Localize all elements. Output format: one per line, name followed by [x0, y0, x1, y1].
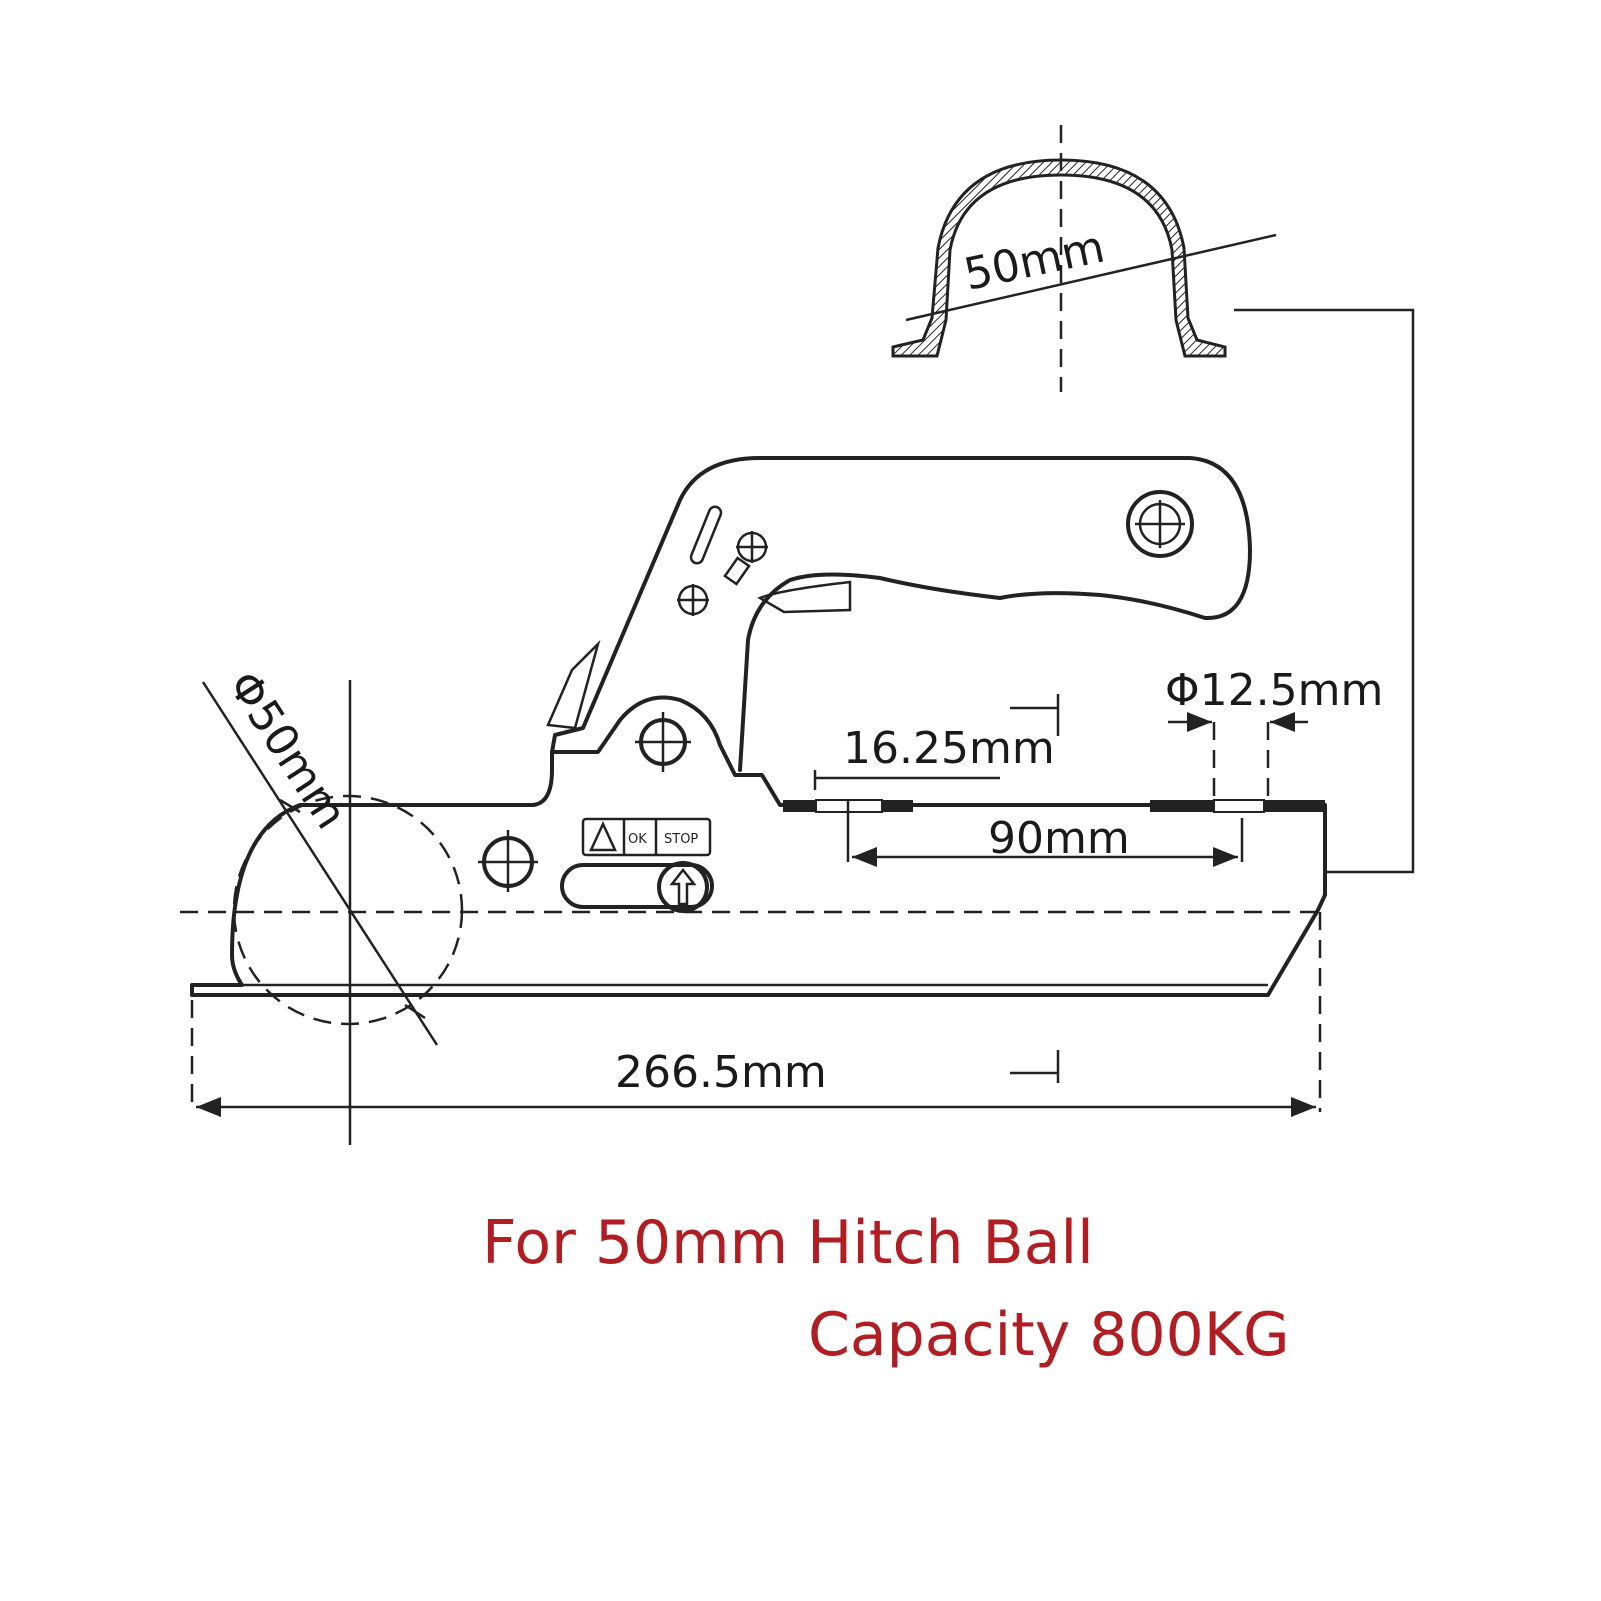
- safety-ok-label: OK: [628, 832, 647, 847]
- warning-icon: [589, 821, 617, 852]
- hole-2: [1213, 799, 1265, 813]
- body-pivot-bolt: [635, 712, 691, 772]
- total-length-dimension: 266.5mm: [190, 912, 1322, 1117]
- ball-diameter-line: [201, 681, 439, 1046]
- tube-clamp-section: 50mm: [891, 125, 1277, 392]
- total-length-label: 266.5mm: [615, 1047, 827, 1098]
- hole-diameter-label: Φ12.5mm: [1165, 665, 1383, 716]
- release-button: [560, 861, 714, 913]
- tube-width-label: 50mm: [960, 221, 1109, 300]
- caption-hitch-ball: For 50mm Hitch Ball: [482, 1208, 1094, 1278]
- hole-diameter-dimension: Φ12.5mm: [1165, 665, 1383, 800]
- hitch-ball: Φ50mm: [201, 662, 464, 1145]
- hole-offset-label: 16.25mm: [843, 723, 1055, 774]
- handle-side-plate: [546, 639, 601, 730]
- handle-inner-edge: [757, 580, 852, 614]
- hole-spacing-dimension: 90mm: [846, 813, 1244, 867]
- coupler-body: OK STOP: [190, 456, 1327, 997]
- safety-indicator: OK STOP: [581, 817, 712, 857]
- safety-stop-label: STOP: [664, 832, 698, 847]
- hole-spacing-label: 90mm: [988, 813, 1130, 864]
- coupler-handle: [550, 456, 1252, 772]
- front-bolt: [478, 830, 538, 892]
- handle-pivot-bolt: [1126, 490, 1194, 558]
- body-outline: [190, 695, 1327, 997]
- handle-rivets: [677, 505, 768, 616]
- tube-width-dimension-line: [905, 233, 1277, 322]
- hole-offset-dimension: 16.25mm: [813, 694, 1060, 818]
- up-arrow-icon: [669, 867, 697, 906]
- tube-clamp-profile: [891, 158, 1227, 358]
- caption-capacity: Capacity 800KG: [808, 1300, 1290, 1370]
- clamp-connector-line: [1234, 308, 1415, 874]
